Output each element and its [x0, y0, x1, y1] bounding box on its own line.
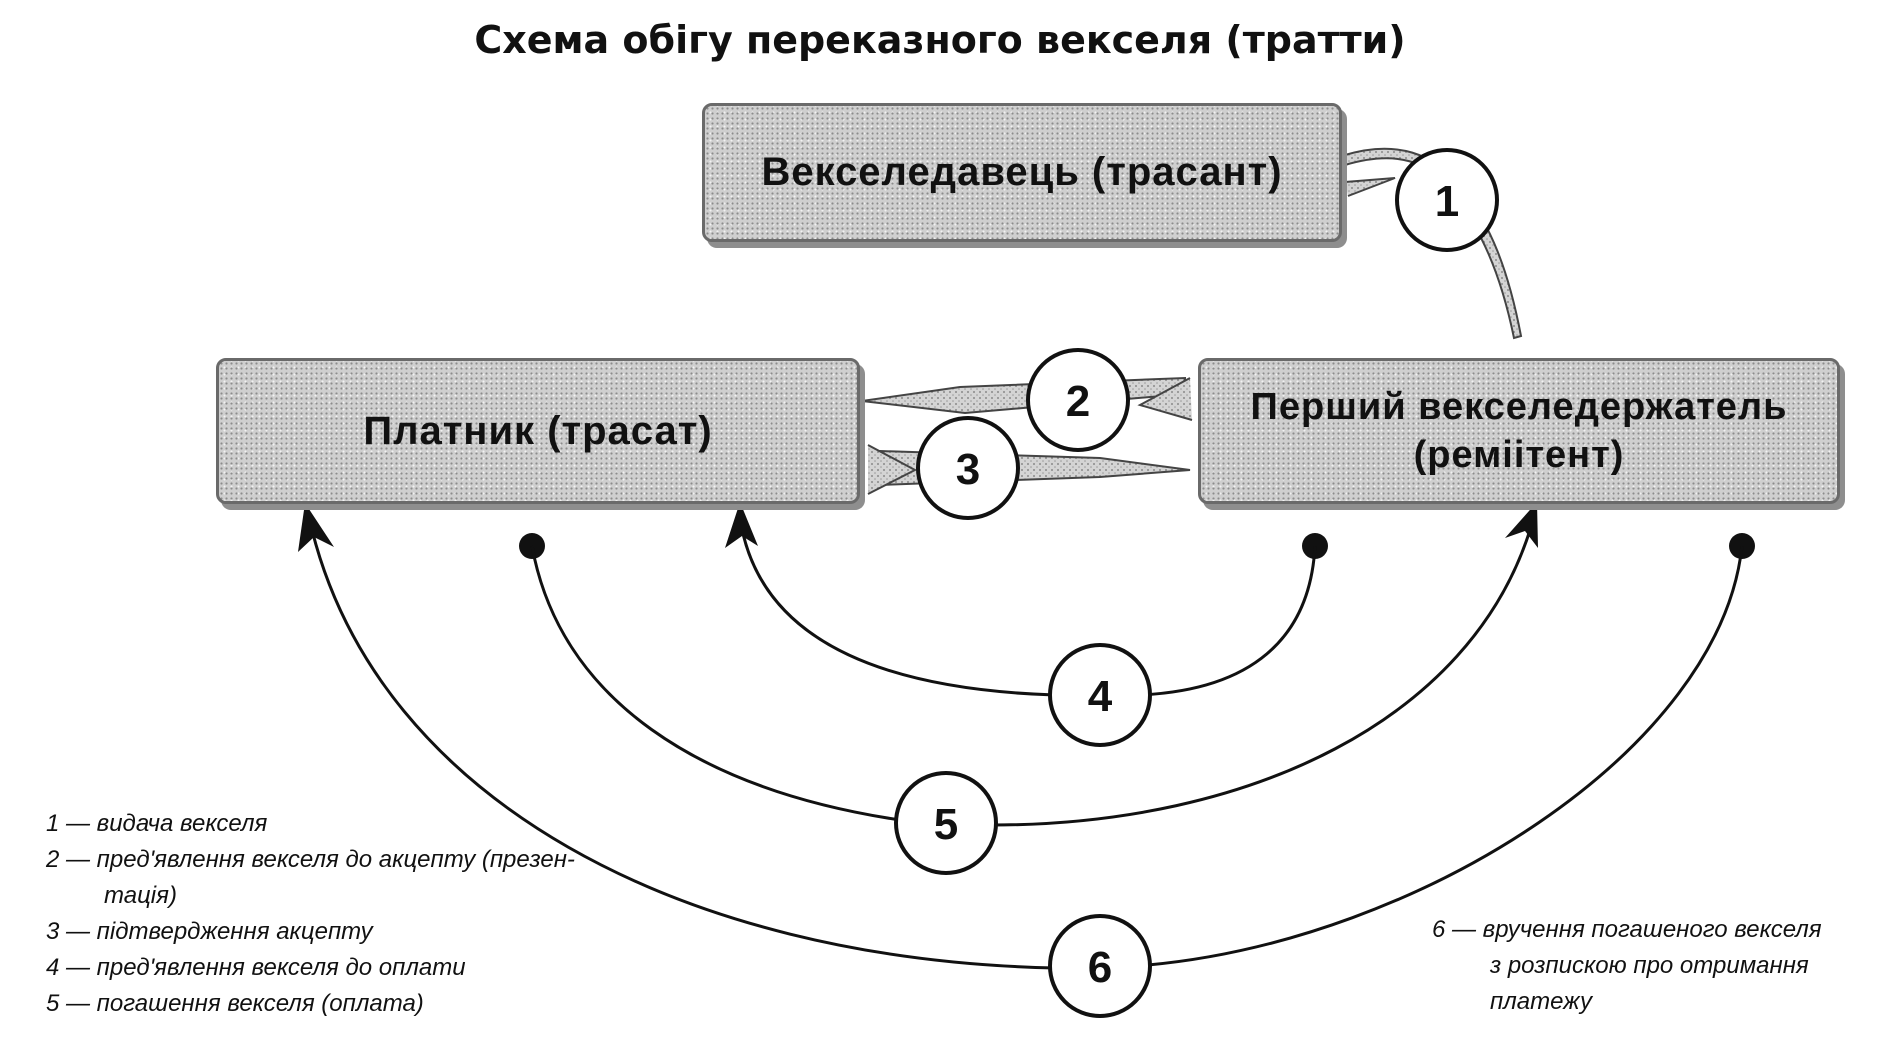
node-drawer-label: Векселедавець (трасант): [761, 150, 1283, 194]
step-circle-5: 5: [894, 771, 998, 875]
arrowhead-6: [298, 503, 334, 552]
step-circle-3: 3: [916, 416, 1020, 520]
flow-arc-5b: [991, 529, 1532, 827]
legend-item-2: 2 — пред'явлення векселя до акцепту (пре…: [46, 846, 575, 873]
flow-arrow-3-tail: [867, 444, 918, 495]
node-payer-label: Платник (трасат): [363, 408, 713, 453]
flow-arc-6: [1147, 545, 1744, 967]
node-first-holder-label-2: (реміітент): [1413, 434, 1625, 476]
legend-item-3: 3 — підтвердження акцепту: [46, 918, 373, 945]
legend-item-6-cont-1: з розпискою про отримання: [1490, 952, 1809, 979]
flow-arc-6b: [310, 529, 1056, 970]
node-first-holder-label-1: Перший векселедержатель: [1250, 386, 1788, 428]
node-drawer: Векселедавець (трасант): [702, 103, 1342, 242]
svg-text:6: 6: [1088, 943, 1112, 992]
node-payer: Платник (трасат): [216, 358, 860, 504]
legend-right: 6 — вручення погашеного векселя з розпис…: [1432, 912, 1822, 1020]
flow-arrow-2: [861, 376, 1186, 415]
legend-item-6-cont-2: платежу: [1490, 988, 1592, 1015]
step-circle-6: 6: [1048, 914, 1152, 1018]
flow-arc-4b: [736, 517, 1056, 697]
flow-arrow-1-tail: [1344, 177, 1396, 197]
svg-text:4: 4: [1088, 672, 1113, 721]
step-circle-2: 2: [1026, 348, 1130, 452]
svg-text:2: 2: [1066, 377, 1090, 426]
svg-text:3: 3: [956, 445, 980, 494]
legend-item-5: 5 — погашення векселя (оплата): [46, 990, 424, 1017]
flow-arrow-2-tail: [1137, 377, 1193, 421]
legend-item-4: 4 — пред'явлення векселя до оплати: [46, 954, 466, 981]
step-circle-1: 1: [1395, 148, 1499, 252]
arrowhead-5: [1505, 502, 1538, 548]
svg-text:5: 5: [934, 800, 958, 849]
legend-left: 1 — видача векселя 2 — пред'явлення векс…: [46, 806, 575, 1022]
flow-arc-5: [530, 545, 901, 822]
legend-item-6: 6 — вручення погашеного векселя: [1432, 916, 1822, 943]
page-title: Схема обігу переказного векселя (тратти): [474, 18, 1406, 62]
legend-item-2-cont: тація): [104, 882, 177, 909]
step-circle-4: 4: [1048, 643, 1152, 747]
node-first-holder: Перший векселедержатель (реміітент): [1198, 358, 1840, 504]
flow-arc-4: [1139, 545, 1317, 697]
svg-text:1: 1: [1435, 177, 1459, 226]
legend-item-1: 1 — видача векселя: [46, 810, 268, 837]
arrowhead-4: [725, 502, 758, 548]
